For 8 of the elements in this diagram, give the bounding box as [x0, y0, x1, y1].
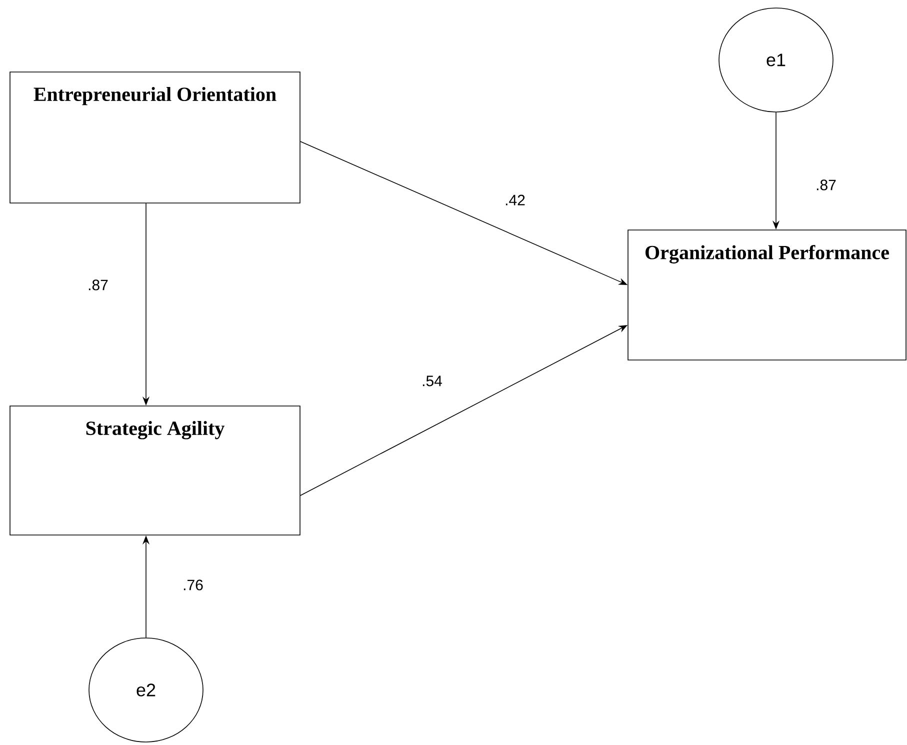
- path-coefficient: .87: [88, 280, 108, 290]
- path-coefficient: .87: [816, 180, 836, 190]
- construct-box: Organizational Performance: [628, 230, 906, 360]
- path-coefficient: .54: [422, 376, 442, 386]
- path-coefficient: .76: [184, 580, 203, 590]
- construct-box: Entrepreneurial Orientation: [10, 72, 300, 204]
- construct-box: Strategic Agility: [10, 406, 300, 536]
- path-coefficient: .42: [506, 194, 525, 206]
